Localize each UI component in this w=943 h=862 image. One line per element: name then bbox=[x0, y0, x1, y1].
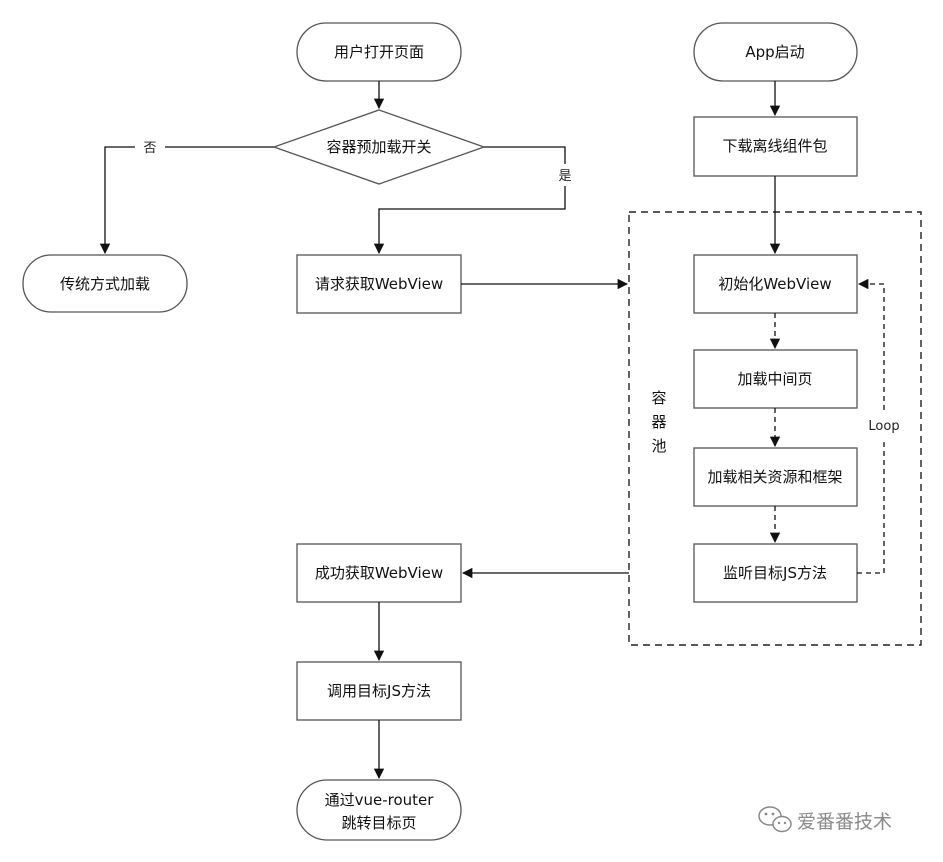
node-traditional-load: 传统方式加载 bbox=[22, 254, 188, 313]
node-success-webview-text: 成功获取WebView bbox=[315, 564, 443, 582]
node-listen-js: 监听目标JS方法 bbox=[693, 543, 858, 603]
node-app-start: App启动 bbox=[693, 22, 858, 82]
edge-label-no: 否 bbox=[143, 141, 156, 156]
edge-switch-yes-to-request bbox=[373, 186, 566, 255]
wechat-logo bbox=[758, 806, 792, 833]
node-load-middle: 加载中间页 bbox=[693, 349, 858, 409]
node-download-pkg-text: 下载离线组件包 bbox=[722, 137, 827, 155]
node-user-open-page: 用户打开页面 bbox=[296, 22, 462, 82]
node-request-webview-text: 请求获取WebView bbox=[315, 275, 443, 293]
node-download-pkg: 下载离线组件包 bbox=[693, 116, 858, 177]
edge-switch-no-to-traditional bbox=[99, 146, 135, 255]
node-load-resources-text: 加载相关资源和框架 bbox=[707, 468, 842, 486]
node-success-webview: 成功获取WebView bbox=[296, 543, 462, 603]
edge-switch-yes-segment bbox=[484, 146, 566, 164]
pool-label-char-2: 器 bbox=[651, 413, 666, 431]
edge-label-yes: 是 bbox=[558, 169, 571, 184]
node-call-js: 调用目标JS方法 bbox=[296, 661, 462, 721]
node-init-webview: 初始化WebView bbox=[693, 254, 858, 314]
node-listen-js-text: 监听目标JS方法 bbox=[723, 564, 827, 582]
node-call-js-text: 调用目标JS方法 bbox=[327, 682, 431, 700]
pool-label-char-1: 容 bbox=[651, 389, 666, 407]
node-user-open-page-text: 用户打开页面 bbox=[334, 43, 424, 61]
node-init-webview-text: 初始化WebView bbox=[718, 275, 831, 293]
edge-loop-lower bbox=[857, 440, 885, 574]
node-preload-switch: 容器预加载开关 bbox=[272, 109, 486, 185]
node-vue-router: 通过vue-router 跳转目标页 bbox=[296, 779, 462, 841]
pool-label-char-3: 池 bbox=[651, 437, 666, 455]
edge-label-loop: Loop bbox=[868, 419, 899, 434]
node-app-start-text: App启动 bbox=[745, 43, 804, 61]
watermark-text: 爱番番技术 bbox=[797, 811, 892, 833]
node-request-webview: 请求获取WebView bbox=[296, 254, 462, 314]
node-vue-router-text-line2: 跳转目标页 bbox=[341, 814, 416, 832]
node-vue-router-text-line1: 通过vue-router bbox=[325, 791, 435, 809]
edge-loop-upper bbox=[857, 278, 885, 410]
node-load-middle-text: 加载中间页 bbox=[737, 370, 812, 388]
node-load-resources: 加载相关资源和框架 bbox=[693, 447, 858, 507]
node-preload-switch-text: 容器预加载开关 bbox=[326, 138, 431, 156]
node-traditional-load-text: 传统方式加载 bbox=[60, 275, 150, 293]
